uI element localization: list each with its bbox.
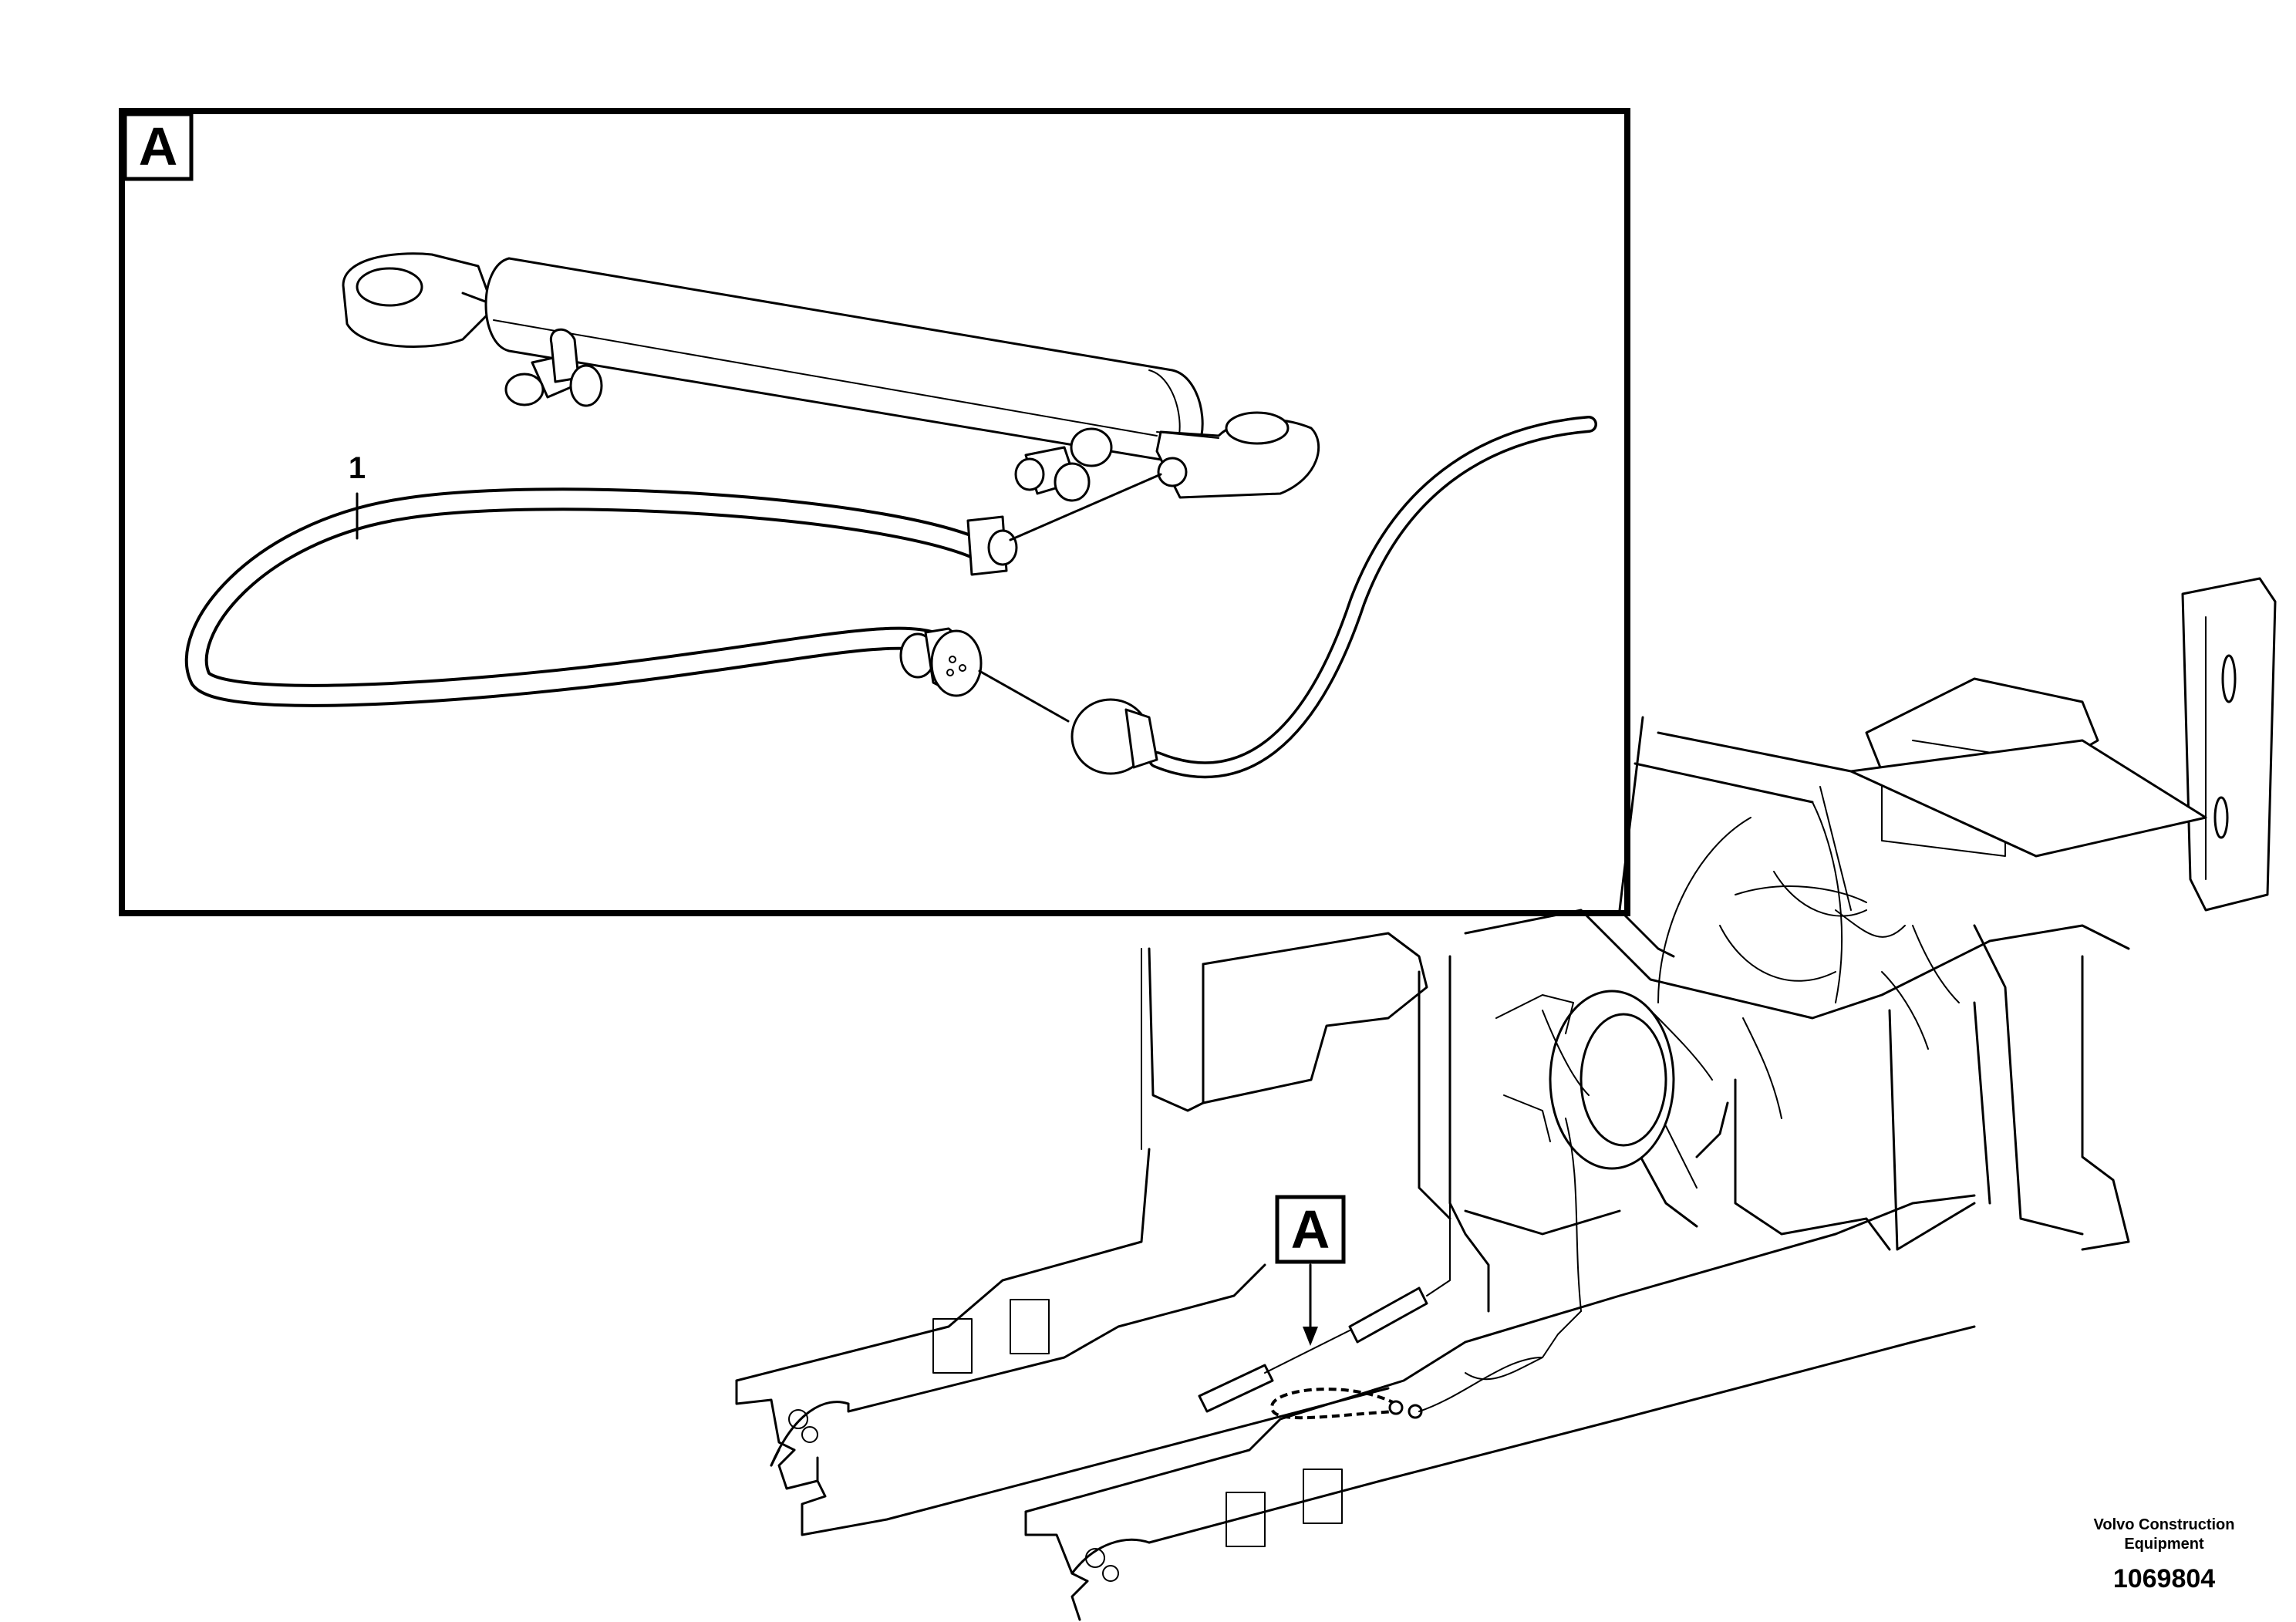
hydraulic-cylinder [342, 252, 1320, 502]
overview-label: A [1291, 1199, 1330, 1259]
leader-plug [978, 669, 1070, 723]
overview-cable [1270, 1388, 1397, 1420]
leader-flange [1009, 473, 1162, 541]
overview-label-box [1275, 1195, 1346, 1264]
detail-label: A [139, 116, 178, 177]
company-name-line1: Volvo Construction [2094, 1516, 2235, 1533]
detail-view-a: A [119, 108, 1630, 916]
callout-1: 1 [349, 451, 366, 485]
overview-machine: A [735, 577, 2277, 1621]
detail-label-box [123, 112, 194, 181]
sensor-cable [184, 487, 1018, 707]
part-number: 1069804 [2113, 1564, 2215, 1593]
footer: Volvo Construction Equipment 1069804 [2094, 1516, 2235, 1593]
company-name-line2: Equipment [2124, 1536, 2204, 1553]
overview-arrowhead [1303, 1327, 1318, 1346]
mating-harness [1070, 416, 1597, 779]
